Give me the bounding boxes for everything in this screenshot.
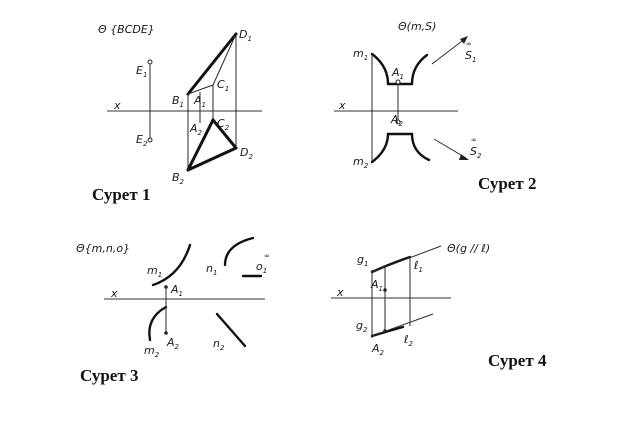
figure-1: Θ {BCDE} x E1 E2 B1 B2 A1 A2 C1 C2 D1 D2… bbox=[92, 23, 262, 204]
figure-4-label-a2: A2 bbox=[371, 342, 385, 357]
figure-2-curve-m2-left bbox=[370, 132, 390, 164]
figure-3-curve-m2 bbox=[148, 305, 168, 342]
figure-3-caption: Сурет 3 bbox=[80, 366, 138, 385]
figure-4-point-a2 bbox=[383, 329, 387, 333]
figure-2-label-a1: A1 bbox=[391, 66, 404, 81]
figure-2-arrow-s2 bbox=[433, 138, 467, 159]
figure-1-label-a2: A2 bbox=[189, 122, 203, 137]
figure-2-label-m1: m1 bbox=[353, 47, 368, 62]
figure-2-arrow-s1 bbox=[431, 37, 467, 65]
figure-3-curve-m1 bbox=[151, 243, 192, 287]
figure-1-edge-d1-c1 bbox=[212, 33, 237, 86]
figure-1-label-b1: B1 bbox=[172, 94, 184, 109]
figure-2-axis-label: x bbox=[338, 99, 346, 112]
figure-2-curve-m1-right bbox=[410, 53, 429, 86]
figure-1-edge-c2-b2 bbox=[186, 118, 215, 172]
figure-3-axis-label: x bbox=[110, 287, 118, 300]
figure-4-caption: Сурет 4 bbox=[488, 351, 547, 370]
figure-4-label-g2: g2 bbox=[356, 319, 368, 334]
figure-1-label-e1: E1 bbox=[136, 64, 147, 79]
figure-1-label-c2: C2 bbox=[217, 117, 230, 132]
figure-4-label-a1: A1 bbox=[370, 278, 383, 293]
figure-3-curve-n1 bbox=[223, 236, 255, 267]
figure-1-label-a1: A1 bbox=[193, 94, 206, 109]
figure-1-notation: Θ {BCDE} bbox=[98, 23, 155, 36]
figure-3-label-a2: A2 bbox=[166, 336, 180, 351]
figure-3-label-n2: n2 bbox=[213, 337, 225, 352]
figure-2-caption: Сурет 2 bbox=[478, 174, 536, 193]
figure-2-label-s2: S2 bbox=[470, 145, 482, 160]
figure-2: Θ(m,S) x m1 m2 A1 A2 S1 ∞ S2 ∞ Сурет 2 bbox=[334, 20, 536, 193]
figure-3-label-m2: m2 bbox=[144, 344, 160, 359]
figure-2-label-s2-sup: ∞ bbox=[471, 136, 477, 144]
figure-3-label-n1: n1 bbox=[206, 262, 217, 277]
figure-2-label-s1-sup: ∞ bbox=[466, 40, 472, 48]
figure-3: Θ{m,n,o} x m1 m2 n1 n2 A1 A2 o1 ∞ Сурет … bbox=[76, 236, 270, 385]
figure-1-edge-b2-d2 bbox=[186, 146, 238, 172]
figure-1-label-d2: D2 bbox=[240, 146, 253, 161]
figure-2-arrowhead-s1 bbox=[460, 36, 468, 44]
figure-2-label-s1: S1 bbox=[465, 49, 476, 64]
figure-3-point-a2 bbox=[164, 331, 168, 335]
figure-3-label-a1: A1 bbox=[170, 283, 183, 298]
figure-2-notation: Θ(m,S) bbox=[398, 20, 436, 33]
figure-2-curve-m1-left bbox=[370, 52, 390, 86]
figure-4-point-a1 bbox=[383, 288, 387, 292]
figure-4-line-l2 bbox=[371, 313, 434, 337]
figure-4-line-l1 bbox=[371, 245, 442, 273]
figure-4-label-l1: ℓ1 bbox=[413, 259, 423, 274]
figure-4-label-g1: g1 bbox=[357, 253, 368, 268]
figure-4-notation: Θ(g ∕∕ ℓ) bbox=[447, 242, 490, 255]
figure-2-curve-m2-right bbox=[410, 132, 431, 162]
figure-1-label-c1: C1 bbox=[217, 78, 229, 93]
figure-2-point-a2 bbox=[395, 119, 401, 125]
figure-1-label-b2: B2 bbox=[172, 171, 185, 186]
figure-1-point-e2 bbox=[147, 137, 153, 143]
figure-3-label-o1-sup: ∞ bbox=[264, 252, 270, 260]
figure-1-point-e1 bbox=[147, 59, 153, 65]
figure-2-label-a2: A2 bbox=[390, 113, 404, 128]
figure-3-line-n2 bbox=[215, 312, 247, 348]
figure-3-label-m1: m1 bbox=[147, 264, 162, 279]
figure-1-edge-d2-c2 bbox=[211, 118, 238, 150]
figure-1-label-d1: D1 bbox=[239, 28, 252, 43]
figure-2-point-a1 bbox=[395, 79, 401, 85]
figure-4-axis-label: x bbox=[336, 286, 344, 299]
figure-1-axis-label: x bbox=[113, 99, 121, 112]
figure-3-point-a1 bbox=[164, 285, 168, 289]
figure-3-label-o1: o1 bbox=[256, 260, 267, 275]
figure-1-label-e2: E2 bbox=[136, 133, 148, 148]
figure-1-edge-b1-d1 bbox=[186, 32, 238, 96]
figure-3-notation: Θ{m,n,o} bbox=[76, 242, 130, 255]
figure-4: Θ(g ∕∕ ℓ) x g1 g2 ℓ1 ℓ2 A1 A2 Сурет 4 bbox=[331, 242, 547, 370]
figure-2-label-m2: m2 bbox=[353, 155, 369, 170]
figure-1-edge-b1-c1 bbox=[187, 84, 214, 95]
figure-1-caption: Сурет 1 bbox=[92, 185, 150, 204]
figure-2-arrowhead-s2 bbox=[459, 154, 469, 160]
figure-4-label-l2: ℓ2 bbox=[403, 333, 414, 348]
